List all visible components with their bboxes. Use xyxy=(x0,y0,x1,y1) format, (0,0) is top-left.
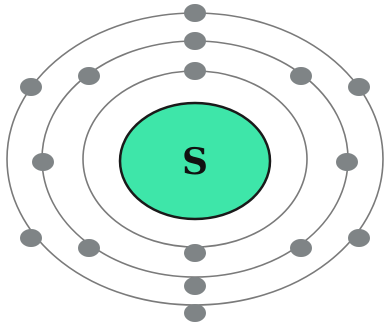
electron-shell-2 xyxy=(336,153,358,171)
electron-shell-3 xyxy=(20,229,42,247)
element-symbol: S xyxy=(182,141,208,183)
electron-shell-3 xyxy=(184,304,206,322)
electron-shell-2 xyxy=(78,67,100,85)
electrons xyxy=(20,4,370,322)
electron-shell-3 xyxy=(184,4,206,22)
electron-shell-1 xyxy=(184,62,206,80)
electron-shell-2 xyxy=(32,153,54,171)
nucleus xyxy=(118,101,272,221)
electron-shell-2 xyxy=(290,239,312,257)
electron-shell-1 xyxy=(184,244,206,262)
electron-shell-3 xyxy=(348,78,370,96)
electron-shell-2 xyxy=(184,277,206,295)
electron-shell-2 xyxy=(184,32,206,50)
electron-shell-3 xyxy=(348,229,370,247)
electron-shell-3 xyxy=(20,78,42,96)
electron-shell-2 xyxy=(78,239,100,257)
electron-shell-2 xyxy=(290,67,312,85)
